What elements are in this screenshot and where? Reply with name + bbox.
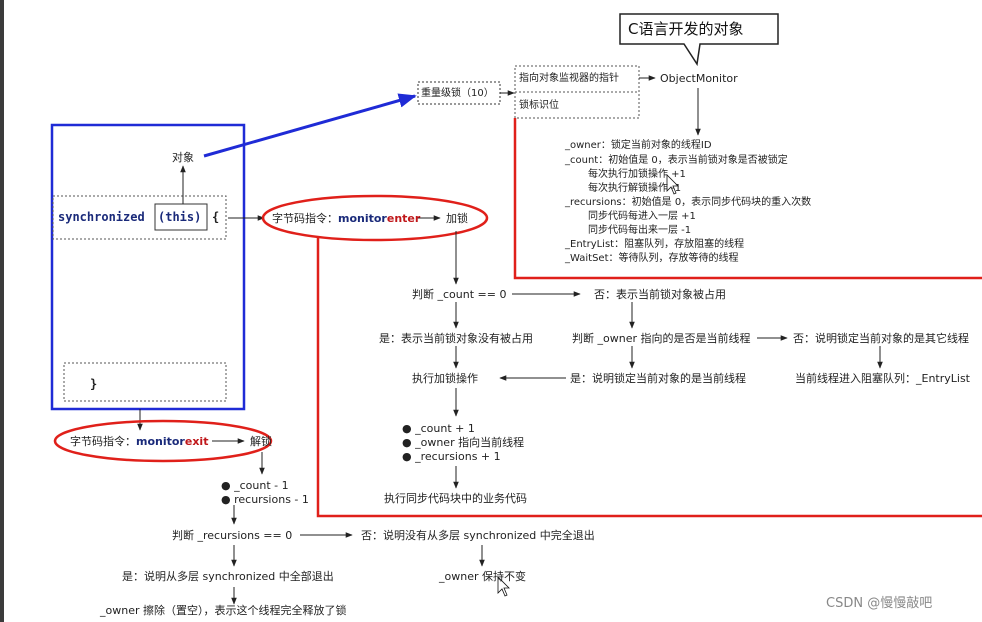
yes-exit: 是：说明从多层 synchronized 中全部退出 [122,570,334,583]
object-monitor-label: ObjectMonitor [660,72,738,85]
no-exit: 否：说明没有从多层 synchronized 中完全退出 [361,529,595,542]
monitor-pointer-label: 指向对象监视器的指针 [519,73,619,84]
field-rec-exit: 同步代码每出来一层 -1 [588,225,692,236]
monitorenter-ellipse [261,194,489,242]
callout-label: C语言开发的对象 [628,20,744,38]
exit-step-2-text: recursions - 1 [234,493,309,506]
owner-clear: _owner 擦除（置空），表示这个线程完全释放了锁 [100,604,347,617]
exit-instr-a: monitor [136,435,185,448]
sync-keyword: synchronized [58,210,145,224]
object-label: 对象 [172,151,194,164]
exit-action: 解锁 [250,435,272,448]
enter-queue: 当前线程进入阻塞队列：_EntryList [795,372,970,385]
enter-instr-b: enter [386,212,421,225]
judge-count: 判断 _count == 0 [412,288,507,301]
this-box [154,203,208,231]
monitorexit-ellipse [53,419,273,463]
field-owner: _owner：锁定当前对象的线程ID [565,140,712,151]
field-count-lock: 每次执行加锁操作 +1 [588,169,686,180]
field-count: _count：初始值是 0，表示当前锁对象是否被锁定 [565,155,788,166]
window-edge [0,0,4,622]
field-rec-enter: 同步代码每进入一层 +1 [588,211,696,222]
enter-step-1-text: _count + 1 [415,422,475,435]
field-waitset: _WaitSet：等待队列，存放等待的线程 [565,253,739,264]
enter-flow-bracket [316,238,982,518]
this-arg: (this) [158,210,202,224]
close-brace: } [90,377,98,391]
close-brace-box [63,362,227,402]
no-occupied: 否：表示当前锁对象被占用 [594,288,726,301]
code-block-frame [50,123,246,411]
callout-bubble [619,13,779,67]
lock-flag-label: 锁标识位 [519,100,559,111]
yes-free: 是：表示当前锁对象没有被占用 [379,332,533,345]
enter-step-3: ● _recursions + 1 [402,450,501,463]
field-entrylist: _EntryList：阻塞队列，存放阻塞的线程 [565,239,745,250]
judge-recursions: 判断 _recursions == 0 [172,529,293,542]
enter-step-2: ● _owner 指向当前线程 [402,436,525,449]
enter-prefix: 字节码指令： [272,212,338,225]
open-brace: { [212,210,220,224]
heavy-lock-label: 重量级锁（10） [421,88,494,99]
no-other: 否：说明锁定当前对象的是其它线程 [793,332,969,345]
mouse-cursor-icon [666,174,679,195]
exit-step-1-text: _count - 1 [234,479,289,492]
run-code: 执行同步代码块中的业务代码 [384,492,527,505]
field-count-unlock: 每次执行解锁操作 -1 [588,183,682,194]
judge-owner: 判断 _owner 指向的是否是当前线程 [572,332,751,345]
do-lock: 执行加锁操作 [412,372,478,385]
field-recursions: _recursions：初始值是 0，表示同步代码块的重入次数 [565,197,812,208]
enter-action: 加锁 [446,212,468,225]
exit-instr-b: exit [184,435,209,448]
watermark: CSDN @慢慢敲吧 [826,596,933,611]
mouse-cursor-icon-2 [497,576,510,597]
monitorexit-instruction: 字节码指令：monitorexit [70,435,208,448]
enter-instr-a: monitor [338,212,387,225]
exit-step-1: ● _count - 1 [221,479,289,492]
monitorenter-instruction: 字节码指令：monitorenter [272,212,420,225]
monitor-fields-bracket [513,118,982,280]
yes-current: 是：说明锁定当前对象的是当前线程 [570,372,746,385]
exit-step-2: ● recursions - 1 [221,493,309,506]
enter-step-3-text: _recursions + 1 [415,450,501,463]
exit-prefix: 字节码指令： [70,435,136,448]
owner-keep: _owner 保持不变 [439,570,526,583]
enter-step-1: ● _count + 1 [402,422,475,435]
enter-step-2-text: _owner 指向当前线程 [415,436,525,449]
